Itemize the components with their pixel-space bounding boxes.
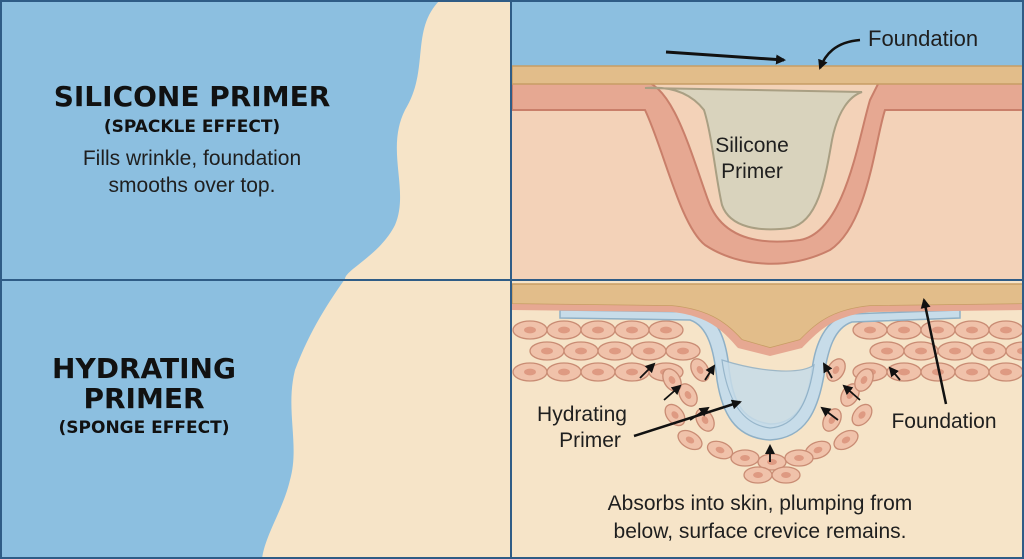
skin-cell: [665, 341, 701, 361]
silicone-primer-subtitle: (SPACKLE EFFECT): [104, 117, 280, 137]
absorption-arrow: [888, 366, 901, 381]
absorption-arrow: [820, 406, 839, 421]
top-foundation-layer: [512, 65, 1024, 85]
skin-cell: [886, 362, 922, 382]
skin-cell: [546, 362, 582, 382]
skin-cell: [954, 362, 990, 382]
skin-cell: [851, 403, 873, 427]
skin-cell: [614, 320, 650, 340]
silicone-primer-fill: [644, 86, 863, 231]
hydrating-primer-title-line1: HYDRATING: [52, 352, 236, 385]
skin-cell: [631, 341, 667, 361]
hydrating-panel-illustration: [512, 281, 1024, 559]
absorption-arrow: [663, 384, 682, 401]
skin-cell: [706, 440, 734, 460]
skin-cell: [886, 320, 922, 340]
skin-cell: [869, 341, 905, 361]
skin-cell: [580, 320, 616, 340]
absorption-arrow: [639, 362, 656, 379]
skin-cell: [854, 368, 874, 392]
hydrating-primer-pointer-arrow: [633, 399, 742, 438]
skin-cell: [920, 320, 956, 340]
bottom-foundation-pointer-arrow: [920, 298, 948, 405]
silicone-primer-title: SILICONE PRIMER: [54, 80, 331, 113]
skin-cell: [730, 449, 760, 467]
skin-cell: [784, 449, 814, 467]
skin-cell: [529, 341, 565, 361]
skin-cell: [648, 320, 684, 340]
absorption-arrow: [823, 362, 833, 379]
hydrating-primer-label-line2: Primer: [559, 429, 621, 452]
skin-cell: [546, 320, 582, 340]
skin-cell: [512, 320, 548, 340]
skin-cell: [512, 362, 548, 382]
top-foundation-label: Foundation: [868, 26, 978, 51]
bottom-foundation-label: Foundation: [891, 410, 996, 433]
skin-cell: [988, 362, 1024, 382]
foundation-smoothing-arrow: [665, 50, 786, 65]
silicone-primer-desc-line1: Fills wrinkle, foundation: [83, 147, 301, 170]
hydrating-caption-line1: Absorbs into skin, plumping from: [608, 492, 913, 515]
skin-cell: [597, 341, 633, 361]
skin-cell: [852, 320, 888, 340]
top-foundation-pointer-arrow: [818, 38, 861, 70]
skin-cell: [677, 429, 703, 451]
skin-cell: [771, 466, 801, 484]
hydrating-primer-pool: [721, 359, 815, 429]
hydrating-primer-title-line2: PRIMER: [83, 382, 204, 415]
skin-cell: [743, 466, 773, 484]
skin-cell: [833, 429, 859, 451]
bottom-skin-line: [512, 304, 1024, 356]
hydrating-primer-subtitle: (SPONGE EFFECT): [59, 418, 230, 438]
silicone-primer-desc-line2: smooths over top.: [109, 174, 276, 197]
hydrating-primer-label-line1: Hydrating: [537, 403, 627, 426]
skin-cell: [580, 362, 616, 382]
skin-cell: [937, 341, 973, 361]
hydrating-caption-line2: below, surface crevice remains.: [614, 520, 907, 543]
silicone-panel-illustration: [512, 0, 1024, 279]
skin-cell: [971, 341, 1007, 361]
skin-cell: [690, 358, 710, 382]
skin-cell: [954, 320, 990, 340]
absorption-arrow: [704, 364, 716, 381]
skin-cell: [678, 383, 698, 407]
skin-cells: [512, 320, 1024, 484]
absorption-arrow: [842, 384, 861, 401]
silicone-primer-label-line2: Primer: [721, 160, 783, 183]
skin-cell: [988, 320, 1024, 340]
top-skin-layer: [512, 79, 1024, 265]
skin-cell: [614, 362, 650, 382]
silicone-primer-label-line1: Silicone: [715, 134, 789, 157]
skin-cell: [563, 341, 599, 361]
